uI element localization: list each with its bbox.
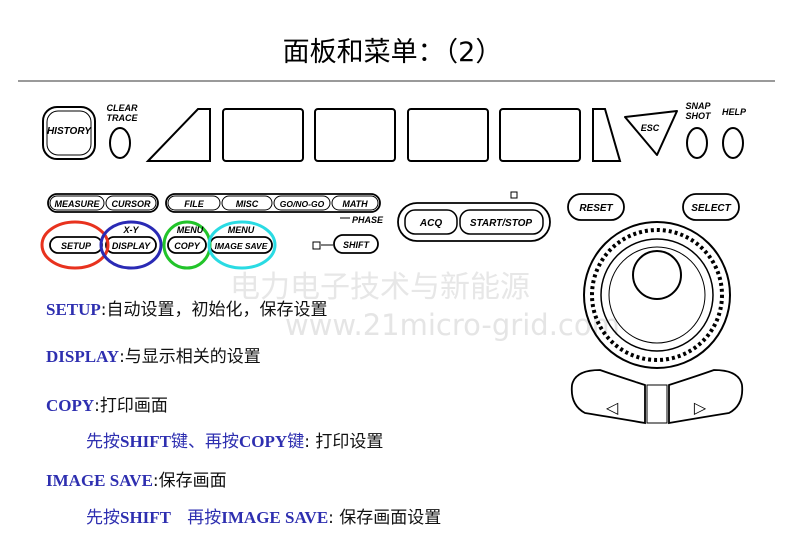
math-button[interactable] (331, 195, 379, 211)
display-label: DISPLAY (112, 241, 151, 251)
arrow-left-icon: ◁ (605, 398, 619, 417)
clear-label: CLEAR (107, 103, 138, 113)
softkey-6[interactable] (592, 108, 622, 162)
display-highlight-ring (99, 220, 163, 270)
snap-shot-button[interactable] (686, 127, 708, 159)
image-save-setting-description: 先按SHIFT 再按IMAGE SAVE: 保存画面设置 (86, 508, 442, 528)
clear-trace-button[interactable] (109, 127, 131, 159)
file-button[interactable] (167, 195, 221, 211)
softkey-2[interactable] (222, 108, 304, 162)
shift-button[interactable] (333, 234, 379, 254)
display-button[interactable] (105, 236, 157, 254)
image-save-label: IMAGE SAVE (215, 241, 268, 251)
setup-highlight-ring (40, 220, 110, 270)
help-label: HELP (722, 107, 747, 117)
jog-shuttle-dial[interactable] (583, 221, 731, 369)
arrow-left-button[interactable] (570, 369, 646, 425)
arrow-right-icon: ▷ (694, 398, 707, 417)
copy-button[interactable] (167, 236, 207, 254)
cursor-button[interactable] (105, 195, 157, 211)
measure-button[interactable] (49, 195, 105, 211)
softkey-1[interactable] (145, 108, 211, 162)
start-stop-button[interactable] (459, 209, 544, 235)
copy-description: COPY:打印画面 (46, 396, 168, 416)
file-label: FILE (184, 199, 204, 209)
trace-label: TRACE (107, 113, 139, 123)
select-label: SELECT (691, 203, 731, 214)
slide-title: 面板和菜单：（2） (282, 37, 503, 68)
image-save-description: IMAGE SAVE:保存画面 (46, 471, 227, 491)
misc-button[interactable] (221, 195, 273, 211)
history-button[interactable] (42, 106, 96, 160)
softkey-3[interactable] (314, 108, 396, 162)
menu-copy-label: MENU (177, 225, 204, 235)
softkey-5[interactable] (499, 108, 581, 162)
go-no-go-label: GO/NO-GO (280, 199, 325, 209)
watermark-url: www.21micro-grid.com (285, 308, 620, 342)
math-label: MATH (342, 199, 368, 209)
help-button[interactable] (722, 127, 744, 159)
watermark-text: 电力电子技术与新能源 (230, 270, 530, 305)
copy-setting-description: 先按SHIFT键、再按COPY键: 打印设置 (86, 432, 384, 452)
measure-label: MEASURE (54, 199, 100, 209)
start-stop-label: START/STOP (470, 218, 533, 229)
xy-label: X-Y (122, 225, 139, 235)
misc-label: MISC (236, 199, 259, 209)
shift-indicator-led (312, 241, 321, 250)
acq-button[interactable] (404, 209, 458, 235)
image-save-highlight-ring (207, 220, 277, 270)
reset-label: RESET (579, 203, 613, 214)
oscilloscope-front-panel: HISTORY CLEAR TRACE ESC SNAP SHOT HELP M… (40, 101, 747, 425)
select-button[interactable] (682, 193, 740, 221)
go-no-go-button[interactable] (273, 195, 331, 211)
reset-button[interactable] (567, 193, 625, 221)
menu-image-label: MENU (228, 225, 255, 235)
copy-label: COPY (174, 241, 201, 251)
setup-description: SETUP:自动设置，初始化，保存设置 (46, 300, 328, 320)
esc-button[interactable] (624, 110, 678, 156)
cursor-label: CURSOR (111, 199, 151, 209)
snap-label: SNAP (685, 101, 711, 111)
phase-label: PHASE (352, 215, 384, 225)
history-label: HISTORY (47, 126, 92, 137)
softkey-4[interactable] (407, 108, 489, 162)
display-description: DISPLAY:与显示相关的设置 (46, 347, 261, 367)
run-indicator-led (510, 191, 518, 199)
shift-label: SHIFT (343, 240, 371, 250)
setup-label: SETUP (61, 241, 92, 251)
acq-label: ACQ (419, 218, 442, 229)
title-divider (18, 80, 775, 82)
esc-label: ESC (641, 123, 660, 133)
shot-label: SHOT (685, 111, 712, 121)
arrow-right-button[interactable] (668, 369, 744, 425)
